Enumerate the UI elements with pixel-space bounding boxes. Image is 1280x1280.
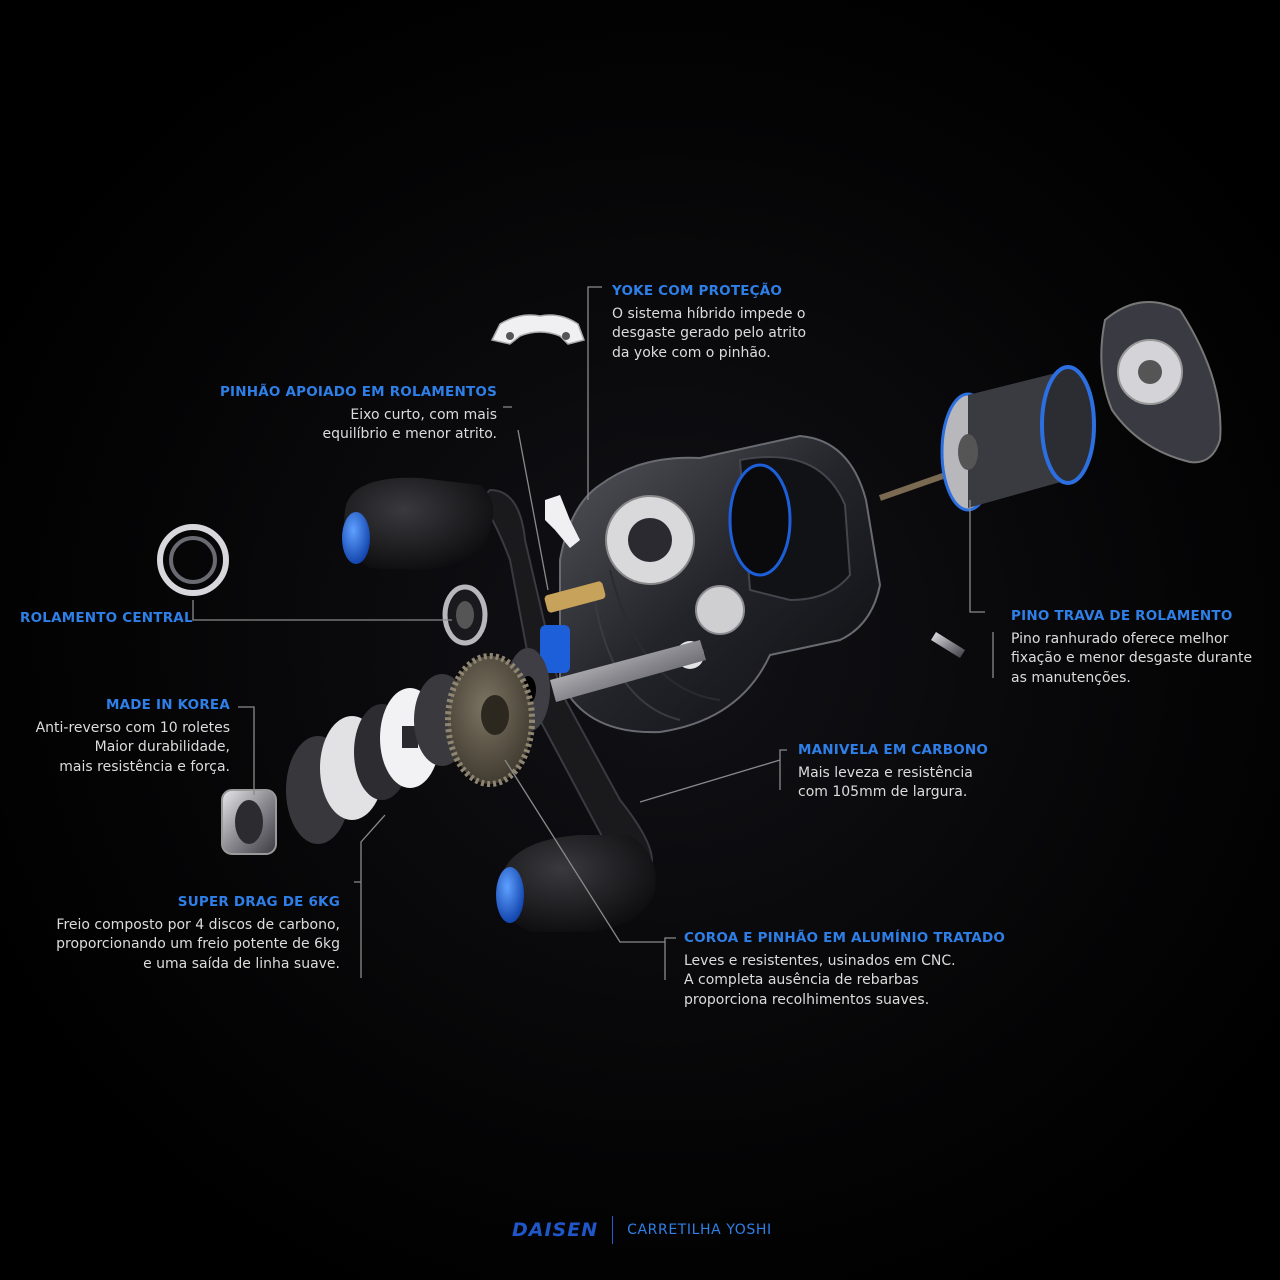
callout-drag-line-3: e uma saída de linha suave. [143,955,340,972]
bearing-pin [931,632,965,658]
callout-coroa-line-3: proporciona recolhimentos suaves. [684,991,930,1008]
callout-coroa-line-1: Leves e resistentes, usinados em CNC. [684,952,956,969]
callout-korea-line-3: mais resistência e força. [59,758,230,775]
leader-pinhao [503,406,549,591]
footer-divider [612,1216,614,1244]
callout-pinhao-line-1: Eixo curto, com mais [350,406,497,423]
callout-yoke-line-3: da yoke com o pinhão. [612,344,771,361]
reel-body [559,434,882,734]
product-name: CARRETILHA YOSHI [627,1222,772,1238]
yoke-part [490,314,585,548]
callout-pino: PINO TRAVA DE ROLAMENTO Pino ranhurado o… [1011,607,1252,688]
callout-pino-line-3: as manutenções. [1011,669,1131,686]
callout-drag-line-2: proporcionando um freio potente de 6kg [56,936,340,952]
brand-logo: DAISEN [512,1219,599,1241]
leader-coroa [504,759,676,980]
callout-rolamento: ROLAMENTO CENTRAL [20,609,193,632]
footer: DAISEN CARRETILHA YOSHI [512,1214,772,1246]
callout-korea-title: MADE IN KOREA [105,697,230,713]
callout-pino-title: PINO TRAVA DE ROLAMENTO [1011,608,1233,624]
drive-gear [445,653,535,787]
leader-manivela [639,749,787,803]
callout-yoke-title: YOKE COM PROTEÇÃO [612,283,783,299]
callout-drag: SUPER DRAG DE 6kg Freio composto por 4 d… [56,893,340,974]
leader-korea [238,706,255,795]
callout-pinhao-title: PINHÃO APOIADO EM ROLAMENTOS [219,384,497,400]
callout-pino-line-1: Pino ranhurado oferece melhor [1011,630,1229,647]
side-plate [1100,301,1222,464]
callout-coroa: COROA E PINHÃO EM ALUMÍNIO TRATADO Leves… [684,929,1005,1010]
callout-korea: MADE IN KOREA Anti-reverso com 10 rolete… [36,696,230,777]
leader-drag [354,814,386,978]
callout-manivela-line-2: com 105mm de largura. [798,784,968,800]
upper-handle-knob [342,477,494,570]
center-bearing-ring [157,524,229,596]
main-shaft [544,581,706,702]
callout-yoke: YOKE COM PROTEÇÃO O sistema híbrido impe… [612,282,806,363]
callout-pinhao: PINHÃO APOIADO EM ROLAMENTOS Eixo curto,… [220,383,497,445]
callout-manivela-line-1: Mais leveza e resistência [798,764,973,781]
callout-rolamento-title: ROLAMENTO CENTRAL [20,610,193,626]
lower-handle-knob [496,835,656,932]
roller-clutch [221,789,277,855]
callout-coroa-line-2: A completa ausência de rebarbas [684,972,919,988]
callout-pino-line-2: fixação e menor desgaste durante [1011,650,1253,666]
callout-coroa-title: COROA E PINHÃO EM ALUMÍNIO TRATADO [684,930,1006,946]
callout-drag-title: SUPER DRAG DE 6kg [177,894,340,910]
leader-pino [969,500,994,678]
leader-yoke [587,286,602,500]
callout-yoke-line-1: O sistema híbrido impede o [612,305,806,322]
callout-manivela: MANIVELA EM CARBONO Mais leveza e resist… [798,741,988,803]
leader-rolamento [192,600,452,621]
carbon-handle [478,488,653,871]
callout-pinhao-line-2: equilíbrio e menor atrito. [322,426,497,442]
leader-lines [192,286,994,980]
callout-yoke-line-2: desgaste gerado pelo atrito [612,325,807,341]
callout-drag-line-1: Freio composto por 4 discos de carbono, [56,916,340,933]
callout-korea-line-1: Anti-reverso com 10 roletes [35,719,230,736]
center-bearing-small [442,584,488,646]
spool [879,365,1096,512]
callout-manivela-title: MANIVELA EM CARBONO [798,742,989,758]
callout-korea-line-2: Maior durabilidade, [94,739,230,755]
